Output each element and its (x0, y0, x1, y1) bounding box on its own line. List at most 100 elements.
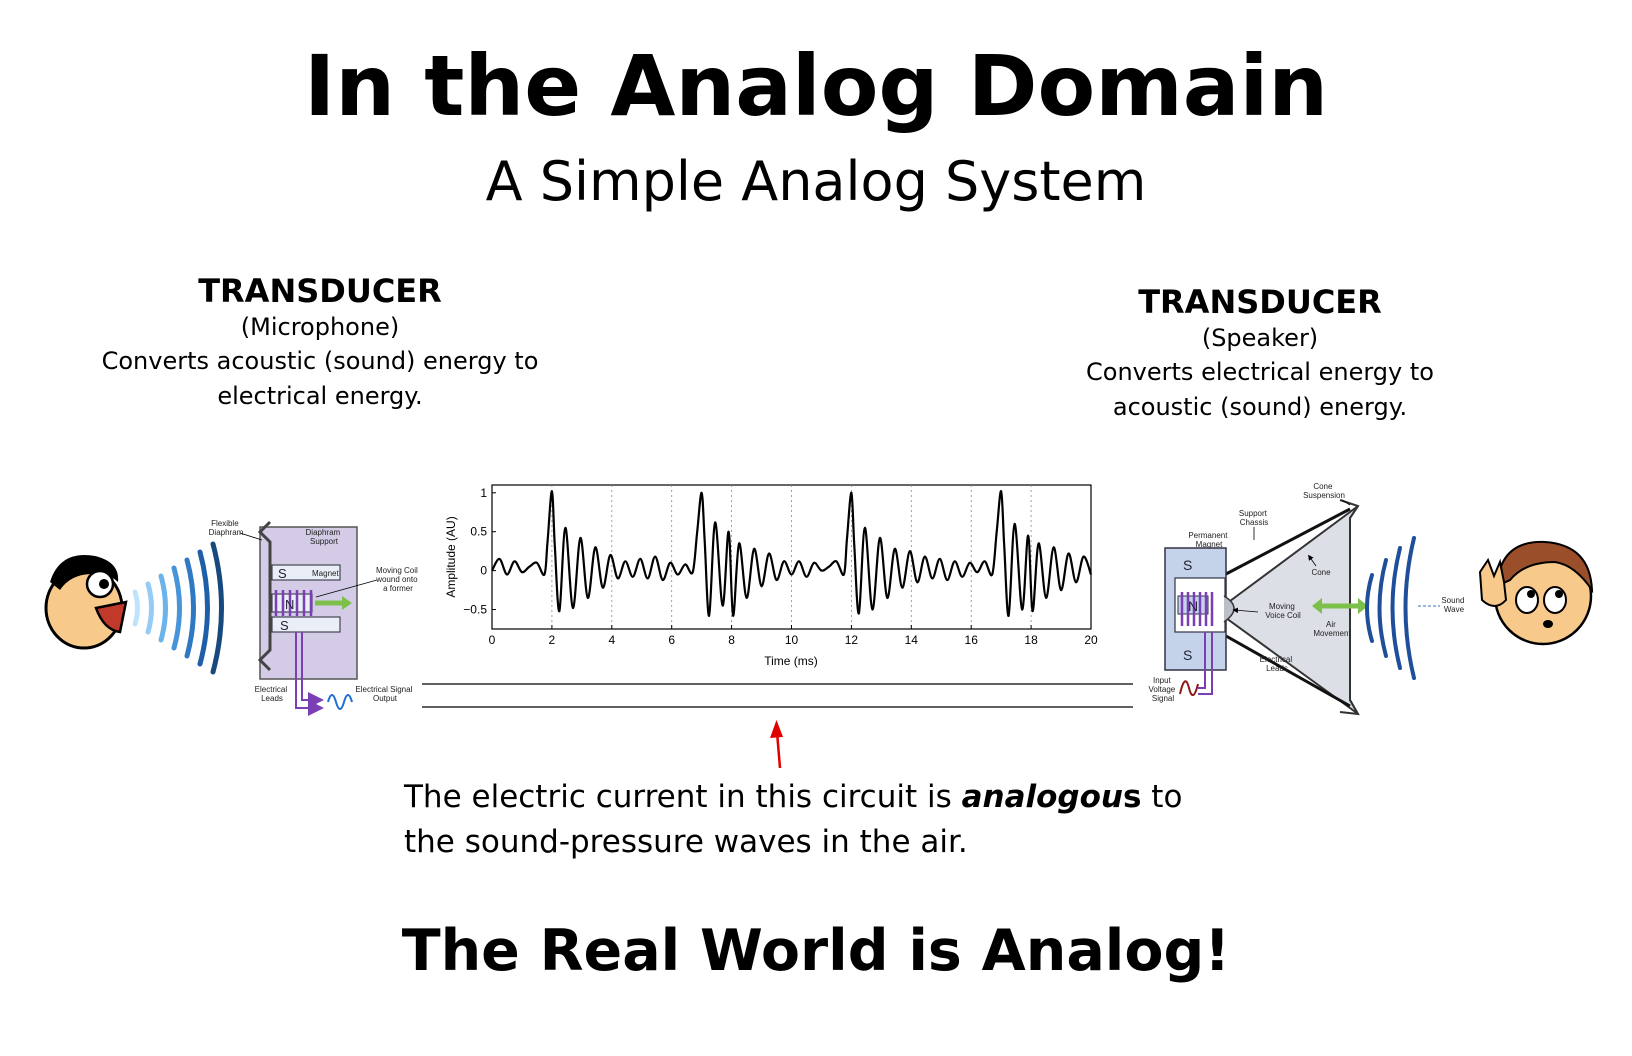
speaker-lead-1 (1198, 632, 1206, 689)
mic-label-output-2: Output (373, 694, 398, 703)
spk-label-cone-susp-1: Cone (1313, 482, 1333, 491)
spk-label-sound-1: Sound (1441, 596, 1464, 605)
chart-x-tick-label: 0 (489, 633, 496, 647)
mic-magnet-top (271, 564, 341, 581)
svg-text:Sound Wave: Sound Wave (1441, 596, 1466, 614)
spk-label-cone-susp-2: Suspension (1303, 491, 1345, 500)
cupped-hand-icon (1478, 557, 1508, 607)
spk-label-voice-coil-1: Moving (1269, 602, 1295, 611)
mic-label-flexible: Flexible (211, 519, 239, 528)
svg-text:Electrical Leads: Electrical Leads (255, 685, 290, 703)
talking-face-icon (44, 555, 128, 650)
caption-emphasis: analogou (961, 779, 1123, 815)
spk-label-leads-1: Electrical (1260, 655, 1293, 664)
caption-emphasis-tail: s (1122, 779, 1142, 815)
spk-label-leads-2: Leads (1266, 664, 1288, 673)
page-subtitle: A Simple Analog System (485, 150, 1147, 213)
spk-label-sound-2: Wave (1444, 605, 1465, 614)
chart-y-tick-label: 0.5 (470, 525, 487, 539)
chart-x-axis-label: Time (ms) (764, 654, 818, 668)
speaker-type: (Speaker) (1201, 324, 1319, 353)
speaker-pole-n: N (1188, 598, 1198, 614)
mic-pole-s-bottom: S (280, 618, 289, 633)
chart-x-tick-label: 2 (549, 633, 556, 647)
caption-pre: The electric current in this circuit is (404, 779, 962, 815)
chart-y-tick-label: −0.5 (463, 603, 487, 617)
speaker-desc-line1: Converts electrical energy to (1086, 358, 1434, 387)
spk-label-magnet-2: Magnet (1196, 540, 1223, 549)
speaker-heading: TRANSDUCER (1138, 283, 1382, 321)
spk-label-air-1: Air (1326, 620, 1336, 629)
svg-text:Input Voltage Sign: Input Voltage Signal (1149, 676, 1178, 703)
mic-label-magnet: Magnet (312, 569, 339, 578)
chart-x-tick-label: 14 (905, 633, 919, 647)
page-title: In the Analog Domain (303, 37, 1329, 135)
speaker-diagram: S N S Cone Suspension Support Chassis Pe… (1149, 482, 1368, 716)
chart-x-tick-label: 16 (965, 633, 979, 647)
svg-text:Diaphram Support: Diaphram Support (306, 528, 343, 546)
mic-label-diaphram: Diaphram (209, 528, 244, 537)
mic-magnet-bottom (271, 616, 341, 633)
chart-x-tick-label: 10 (785, 633, 799, 647)
footer-tagline: The Real World is Analog! (401, 918, 1231, 984)
chart-x-tick-label: 20 (1084, 633, 1098, 647)
chart-x-tick-label: 6 (668, 633, 675, 647)
svg-text:Support Chassis: Support Chassis (1239, 509, 1269, 527)
mic-label-output-1: Electrical Signal (355, 685, 412, 694)
mic-sound-waves (132, 541, 224, 675)
speaker-input-signal (1179, 680, 1199, 696)
mic-lead-2 (295, 632, 324, 716)
mic-pole-n: N (285, 597, 294, 612)
svg-text:Electrical Leads: Electrical Leads (1260, 655, 1295, 673)
spk-label-chassis-1: Support (1239, 509, 1268, 518)
caption-pointer-arrow (770, 720, 783, 769)
mic-pole-s-top: S (278, 566, 287, 581)
chart-x-tick-label: 8 (728, 633, 735, 647)
microphone-desc-line1: Converts acoustic (sound) energy to (101, 347, 539, 376)
spk-label-input-2: Voltage (1149, 685, 1176, 694)
svg-text:Electrical Signal Output: Electrical Signal Output (355, 685, 414, 703)
microphone-type: (Microphone) (240, 313, 400, 342)
spk-label-input-3: Signal (1152, 694, 1174, 703)
mic-label-diaphram-support-2: Support (310, 537, 339, 546)
microphone-diagram: S N S Magnet Flexible Diaphram Diaphram … (209, 519, 420, 716)
chart-x-tick-label: 18 (1024, 633, 1038, 647)
caption-line2: the sound-pressure waves in the air. (404, 823, 968, 860)
mic-label-leads-1: Electrical (255, 685, 288, 694)
chart-y-axis-label: Amplitude (AU) (444, 516, 458, 597)
chart-x-tick-label: 4 (608, 633, 615, 647)
caption-post: to (1141, 779, 1183, 815)
svg-text:Moving Coil wound onto: Moving Coil wound onto a former (375, 566, 420, 593)
svg-text:Cone Suspension: Cone Suspension (1303, 482, 1345, 500)
chart-y-tick-label: 0 (480, 564, 487, 578)
chart-x-tick-label: 12 (845, 633, 859, 647)
microphone-description: TRANSDUCER (Microphone) Converts acousti… (80, 272, 560, 413)
waveform-series-line (491, 490, 1093, 617)
spk-label-voice-coil-2: Voice Coil (1265, 611, 1301, 620)
speaker-description: TRANSDUCER (Speaker) Converts electrical… (1020, 283, 1500, 424)
microphone-desc-line2: electrical energy. (217, 381, 423, 410)
speaker-pole-s-top: S (1183, 557, 1192, 573)
spk-label-air-2: Movement (1313, 629, 1351, 638)
speaker-voice-coil (1180, 592, 1214, 626)
svg-text:Permanent Magnet: Permanent Magnet (1188, 531, 1229, 549)
mic-label-coil-3: a former (383, 584, 413, 593)
mic-label-coil-2: wound onto (375, 575, 418, 584)
listening-face-icon (1478, 540, 1594, 646)
speaker-pole-s-bottom: S (1183, 647, 1192, 663)
waveform-chart: 0 2 4 6 8 10 12 14 16 18 20 −0.5 0 0.5 1 Time (ms) Am… (444, 484, 1098, 668)
chart-y-tick-label: 1 (480, 486, 487, 500)
svg-text:Flexible Diaphram: Flexible Diaphram (209, 519, 244, 537)
svg-text:Air Movement: Air Movement (1313, 620, 1351, 638)
spk-label-magnet-1: Permanent (1188, 531, 1228, 540)
caption-line1: The electric current in this circuit is … (404, 775, 1184, 820)
speaker-lead-2 (1198, 632, 1213, 695)
mic-coil (274, 590, 313, 616)
svg-text:Moving Voice Coil: Moving Voice Coil (1265, 602, 1301, 620)
spk-label-cone: Cone (1311, 568, 1331, 577)
mic-label-coil-1: Moving Coil (376, 566, 418, 575)
spk-label-chassis-2: Chassis (1240, 518, 1268, 527)
microphone-heading: TRANSDUCER (198, 272, 442, 310)
mic-output-signal (327, 694, 353, 710)
